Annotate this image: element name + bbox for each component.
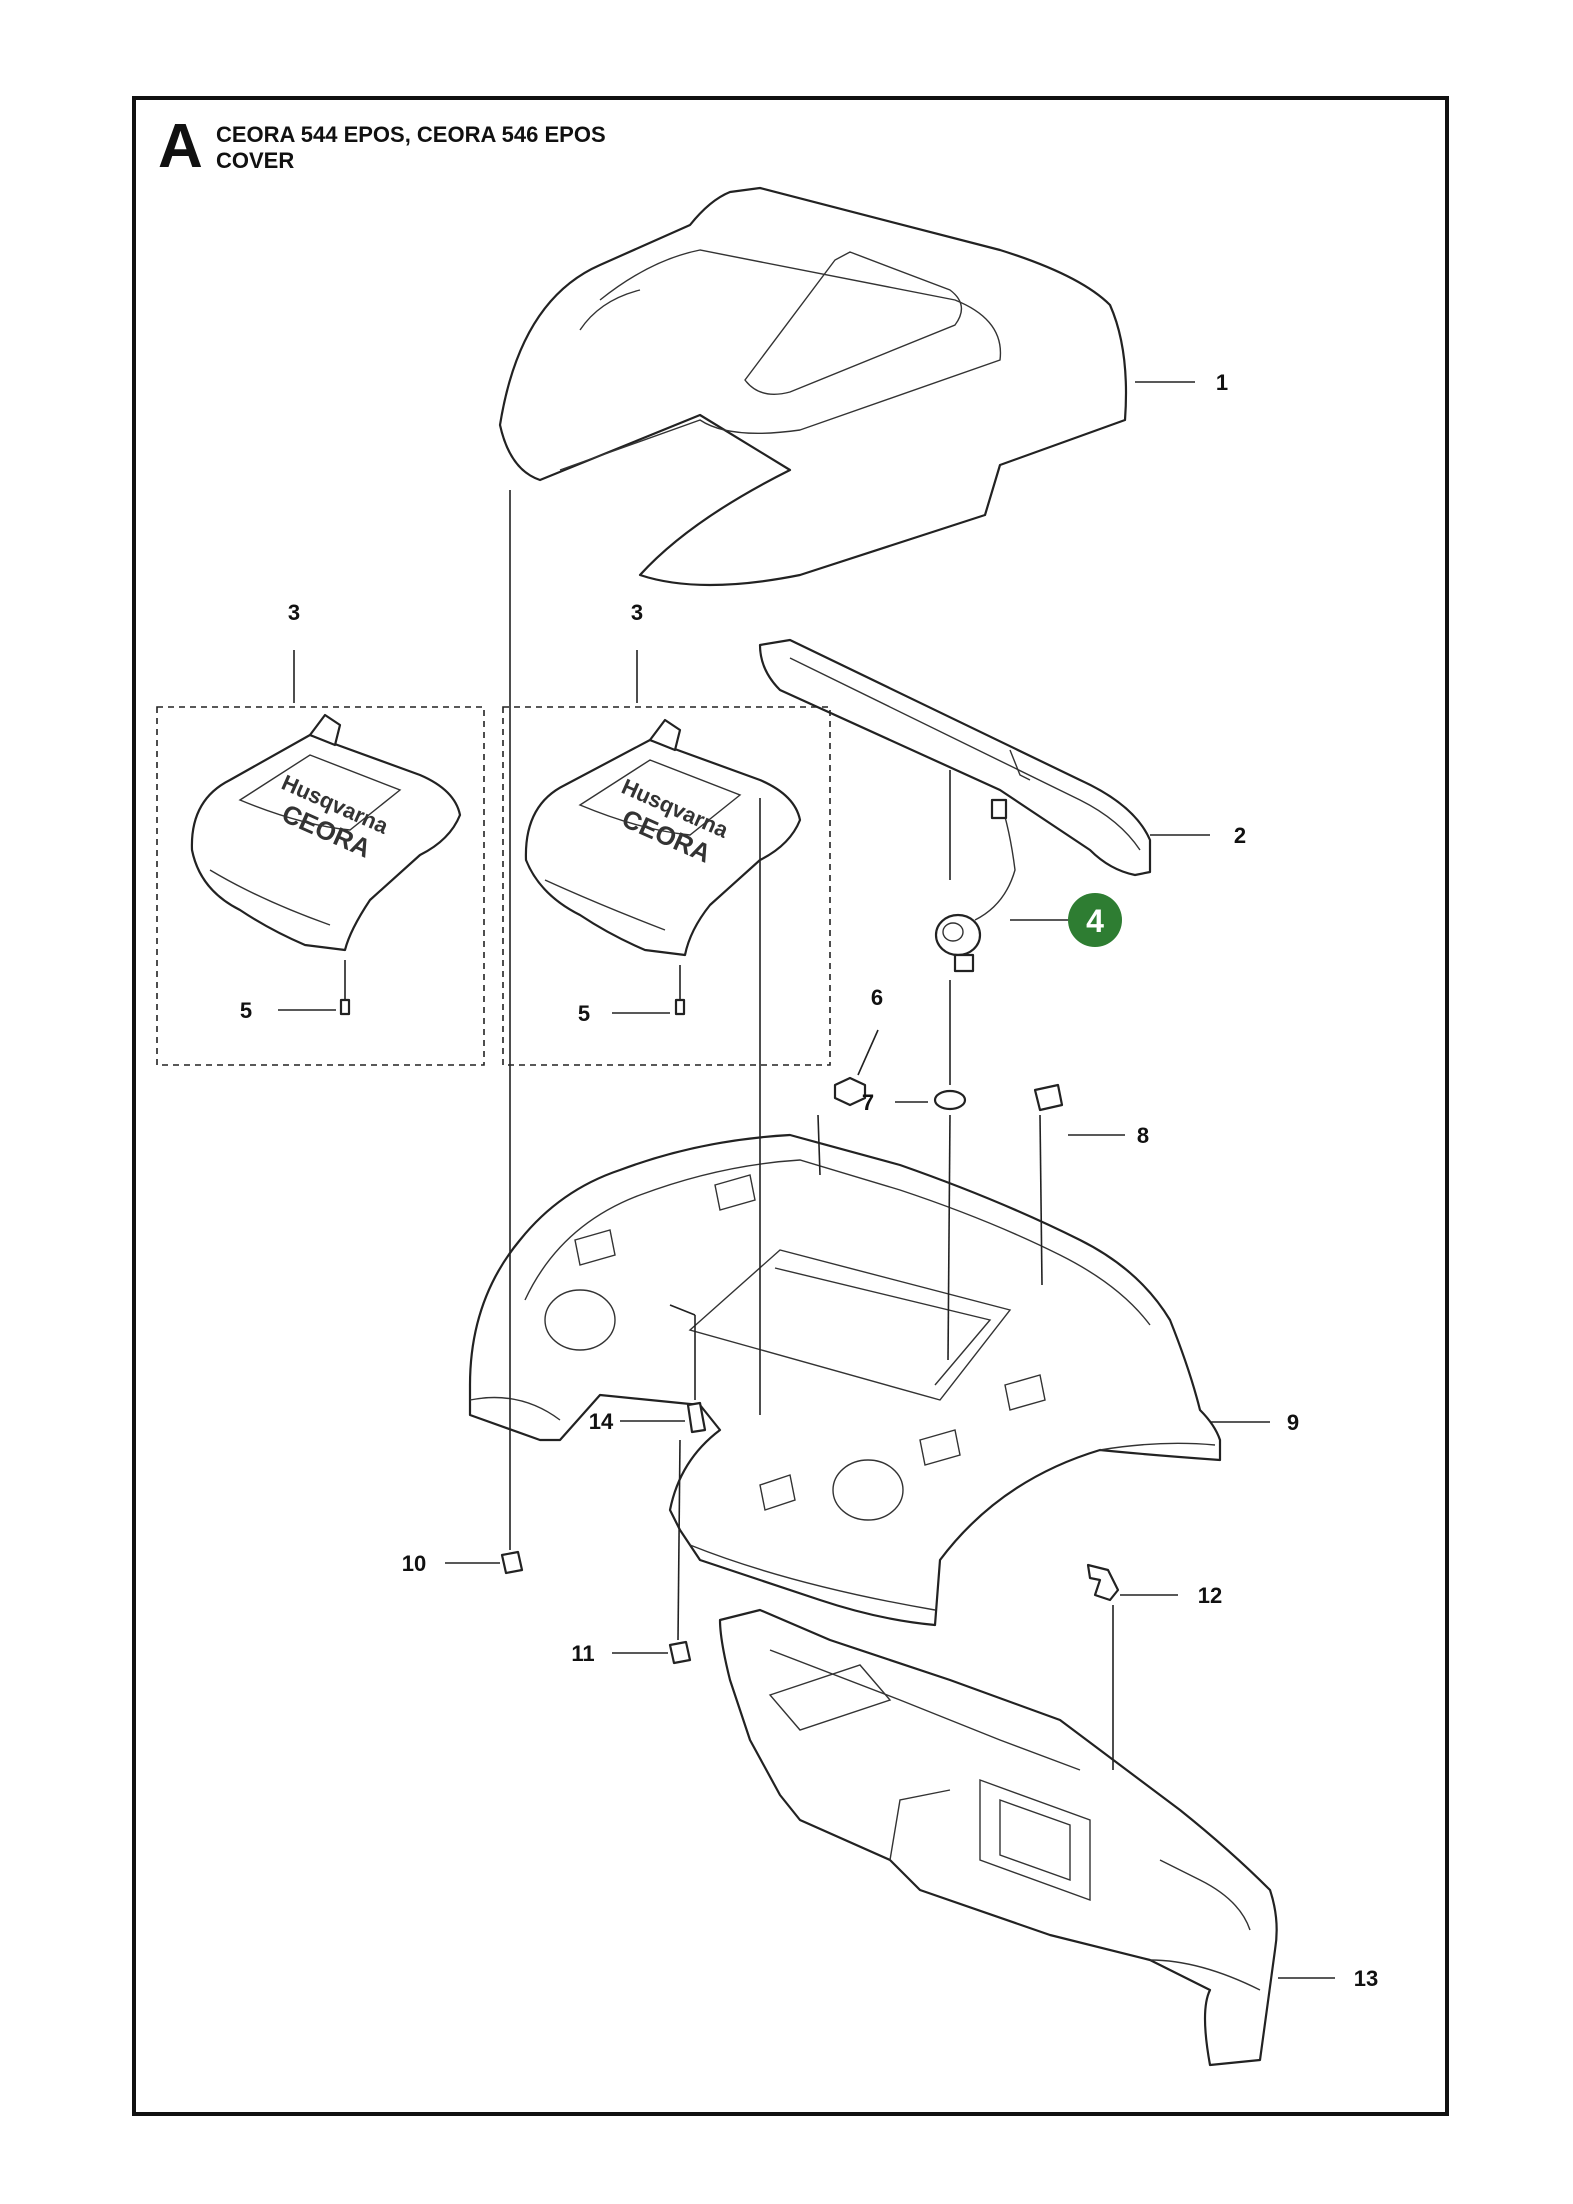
callout-11: 11 xyxy=(571,1641,594,1666)
part-5-screw-left xyxy=(339,960,351,1016)
callout-12: 12 xyxy=(1198,1583,1222,1608)
callout-10: 10 xyxy=(402,1551,426,1576)
callout-1: 1 xyxy=(1216,370,1228,395)
diagram-frame xyxy=(132,96,1449,2116)
part-13-bottom-frame xyxy=(718,1608,1278,2067)
part-3-lid-left: Husqvarna CEORA xyxy=(190,713,462,952)
callout-14: 14 xyxy=(589,1409,614,1434)
callout-2: 2 xyxy=(1234,823,1246,848)
callout-3-left: 3 xyxy=(288,600,300,625)
part-10-screw xyxy=(500,1550,524,1575)
part-5-screw-right xyxy=(674,965,686,1016)
callout-8: 8 xyxy=(1137,1123,1149,1148)
page-title: CEORA 544 EPOS, CEORA 546 EPOS xyxy=(216,122,606,147)
callout-5-right: 5 xyxy=(578,1001,590,1026)
assembly-line-8 xyxy=(677,1439,681,1641)
part-3-lid-right: Husqvarna CEORA xyxy=(524,718,802,957)
part-9-chassis-shell xyxy=(468,1133,1222,1627)
kit-box-left xyxy=(156,706,485,1066)
assembly-line-10 xyxy=(669,1304,696,1316)
part-1-top-cover xyxy=(498,186,1128,587)
callout-3-right: 3 xyxy=(631,600,643,625)
callout-4: 4 xyxy=(1086,903,1104,939)
assembly-line-5 xyxy=(947,1114,951,1361)
callout-6: 6 xyxy=(871,985,883,1010)
part-12-clip xyxy=(1086,1563,1120,1602)
kit-box-right xyxy=(502,706,831,1066)
callout-9: 9 xyxy=(1287,1410,1299,1435)
assembly-line-6 xyxy=(817,1114,821,1176)
section-letter: A xyxy=(158,112,203,181)
part-6-nut xyxy=(833,1076,867,1107)
assembly-line-7 xyxy=(1039,1114,1043,1286)
part-4-connector xyxy=(934,798,1016,973)
part-2-handle xyxy=(758,638,1152,877)
part-8-clip xyxy=(1033,1083,1064,1112)
part-14-bracket xyxy=(686,1401,707,1434)
callout-leaders xyxy=(278,381,1335,1979)
part-7-plug xyxy=(933,1089,967,1111)
callout-7: 7 xyxy=(862,1090,874,1115)
callout-13: 13 xyxy=(1354,1966,1378,1991)
page-subtitle: COVER xyxy=(216,148,295,173)
highlight-circle xyxy=(1068,893,1122,947)
part-11-screw xyxy=(668,1640,692,1665)
callout-5-left: 5 xyxy=(240,998,252,1023)
